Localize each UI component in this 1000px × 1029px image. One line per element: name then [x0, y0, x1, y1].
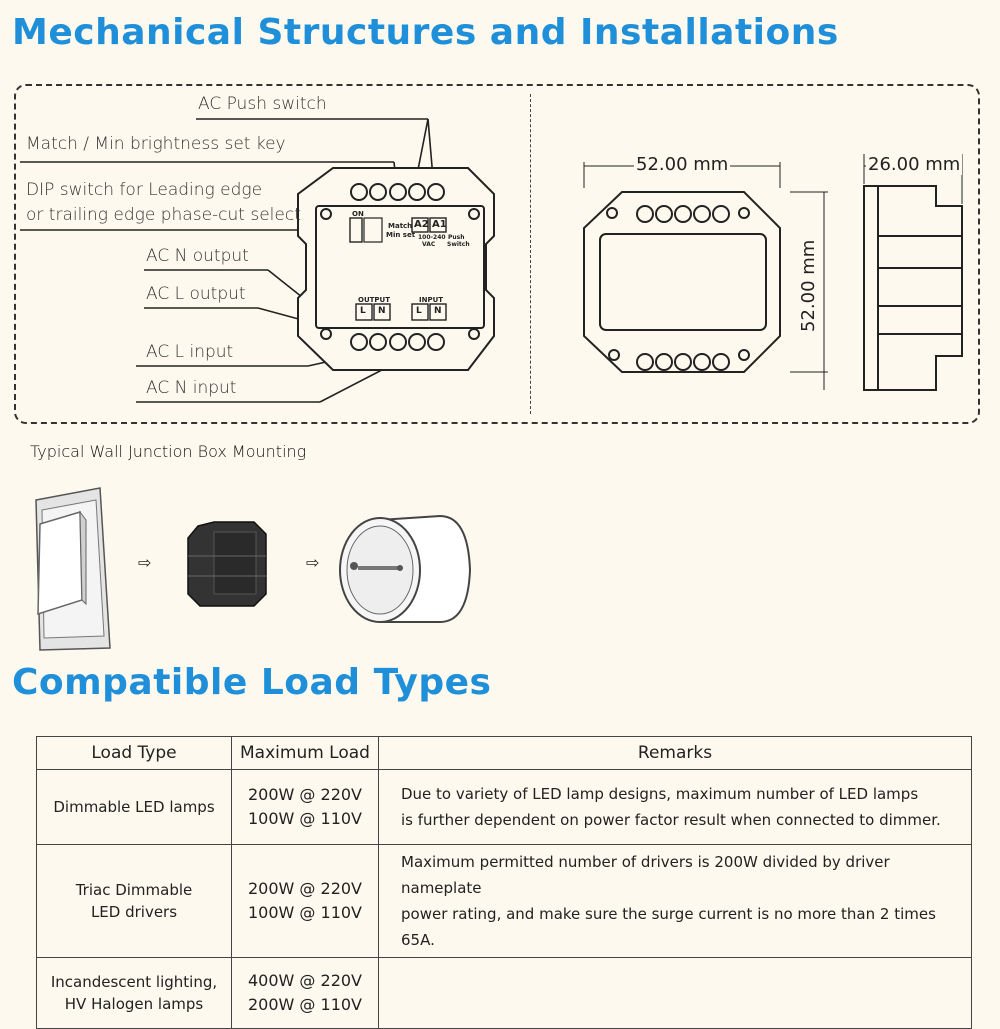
callout-dip-line1: DIP switch for Leading edge: [26, 180, 263, 200]
cell-text: LED drivers: [90, 903, 178, 921]
header-maximum-load: Maximum Load: [231, 736, 379, 770]
mechanical-drawing: ⇨ ⇨: [20, 118, 963, 651]
cell-remarks: Due to variety of LED lamp designs, maxi…: [378, 769, 972, 845]
cell-text: Dimmable LED lamps: [53, 798, 215, 816]
svg-text:⇨: ⇨: [306, 553, 319, 572]
device-top-view: [583, 162, 828, 390]
device-label-a1: A1: [432, 219, 447, 230]
cell-text: 200W @ 110V: [247, 995, 362, 1014]
device-label-vac: VAC: [422, 241, 436, 248]
device-label-output: OUTPUT: [358, 296, 390, 304]
cell-max-load: 400W @ 220V 200W @ 110V: [231, 957, 379, 1029]
cell-text: 100W @ 110V: [247, 809, 362, 828]
device-label-in-n: N: [434, 306, 442, 316]
cell-load-type: Triac Dimmable LED drivers: [36, 844, 232, 958]
mounting-illustration: ⇨ ⇨: [35, 487, 472, 651]
table-row: Dimmable LED lamps 200W @ 220V 100W @ 11…: [36, 769, 972, 845]
cell-max-load: 200W @ 220V 100W @ 110V: [231, 844, 379, 958]
callout-ac-n-input: AC N input: [146, 378, 237, 398]
load-types-table: Load Type Maximum Load Remarks Dimmable …: [36, 736, 972, 1029]
dimension-height: 52.00 mm: [798, 237, 819, 334]
svg-text:⇨: ⇨: [138, 553, 151, 572]
cell-remarks: [378, 957, 972, 1029]
cell-text: Incandescent lighting,: [50, 973, 218, 991]
cell-text: Due to variety of LED lamp designs, maxi…: [401, 785, 919, 803]
cell-remarks: Maximum permitted number of drivers is 2…: [378, 844, 972, 958]
device-side-view: [863, 154, 963, 391]
cell-text: 200W @ 220V: [247, 879, 362, 898]
device-front-diagram: [297, 167, 495, 371]
cell-text: power rating, and make sure the surge cu…: [401, 905, 936, 949]
cell-text: is further dependent on power factor res…: [401, 811, 941, 829]
cell-load-type: Dimmable LED lamps: [36, 769, 232, 845]
device-label-voltage: 100-240: [418, 234, 446, 241]
header-load-type: Load Type: [36, 736, 232, 770]
device-label-out-n: N: [378, 306, 386, 316]
callout-match-key: Match / Min brightness set key: [26, 134, 286, 154]
cell-text: Triac Dimmable: [75, 881, 193, 899]
device-label-min-set: Min set: [386, 231, 416, 239]
diagram-divider: [530, 94, 531, 414]
cell-text: HV Halogen lamps: [64, 995, 204, 1013]
header-remarks: Remarks: [378, 736, 972, 770]
device-label-on: ON: [352, 210, 364, 218]
cell-text: 400W @ 220V: [247, 971, 362, 990]
device-label-push: Push: [448, 234, 465, 241]
device-label-out-l: L: [360, 306, 366, 316]
mounting-caption: Typical Wall Junction Box Mounting: [30, 442, 307, 461]
device-label-input: INPUT: [419, 296, 444, 304]
device-label-a2: A2: [414, 219, 429, 230]
callout-ac-n-output: AC N output: [146, 246, 249, 266]
section-title-compatible: Compatible Load Types: [12, 662, 492, 703]
callout-ac-l-input: AC L input: [146, 342, 234, 362]
device-label-match: Match: [388, 222, 413, 230]
mechanical-diagram-frame: [14, 84, 980, 424]
cell-text: 100W @ 110V: [247, 903, 362, 922]
callout-ac-push-switch: AC Push switch: [198, 94, 327, 114]
table-header-row: Load Type Maximum Load Remarks: [36, 736, 972, 770]
dimension-depth: 26.00 mm: [866, 154, 963, 175]
device-label-switch: Switch: [447, 241, 470, 248]
callout-dip-line2: or trailing edge phase-cut select: [26, 205, 301, 225]
device-label-in-l: L: [416, 306, 422, 316]
cell-text: 200W @ 220V: [247, 785, 362, 804]
cell-max-load: 200W @ 220V 100W @ 110V: [231, 769, 379, 845]
callout-ac-l-output: AC L output: [146, 284, 246, 304]
table-row: Incandescent lighting, HV Halogen lamps …: [36, 957, 972, 1029]
cell-text: Maximum permitted number of drivers is 2…: [401, 853, 890, 897]
cell-load-type: Incandescent lighting, HV Halogen lamps: [36, 957, 232, 1029]
section-title-mechanical: Mechanical Structures and Installations: [12, 12, 839, 53]
table-row: Triac Dimmable LED drivers 200W @ 220V 1…: [36, 844, 972, 958]
dimension-width: 52.00 mm: [634, 154, 731, 175]
